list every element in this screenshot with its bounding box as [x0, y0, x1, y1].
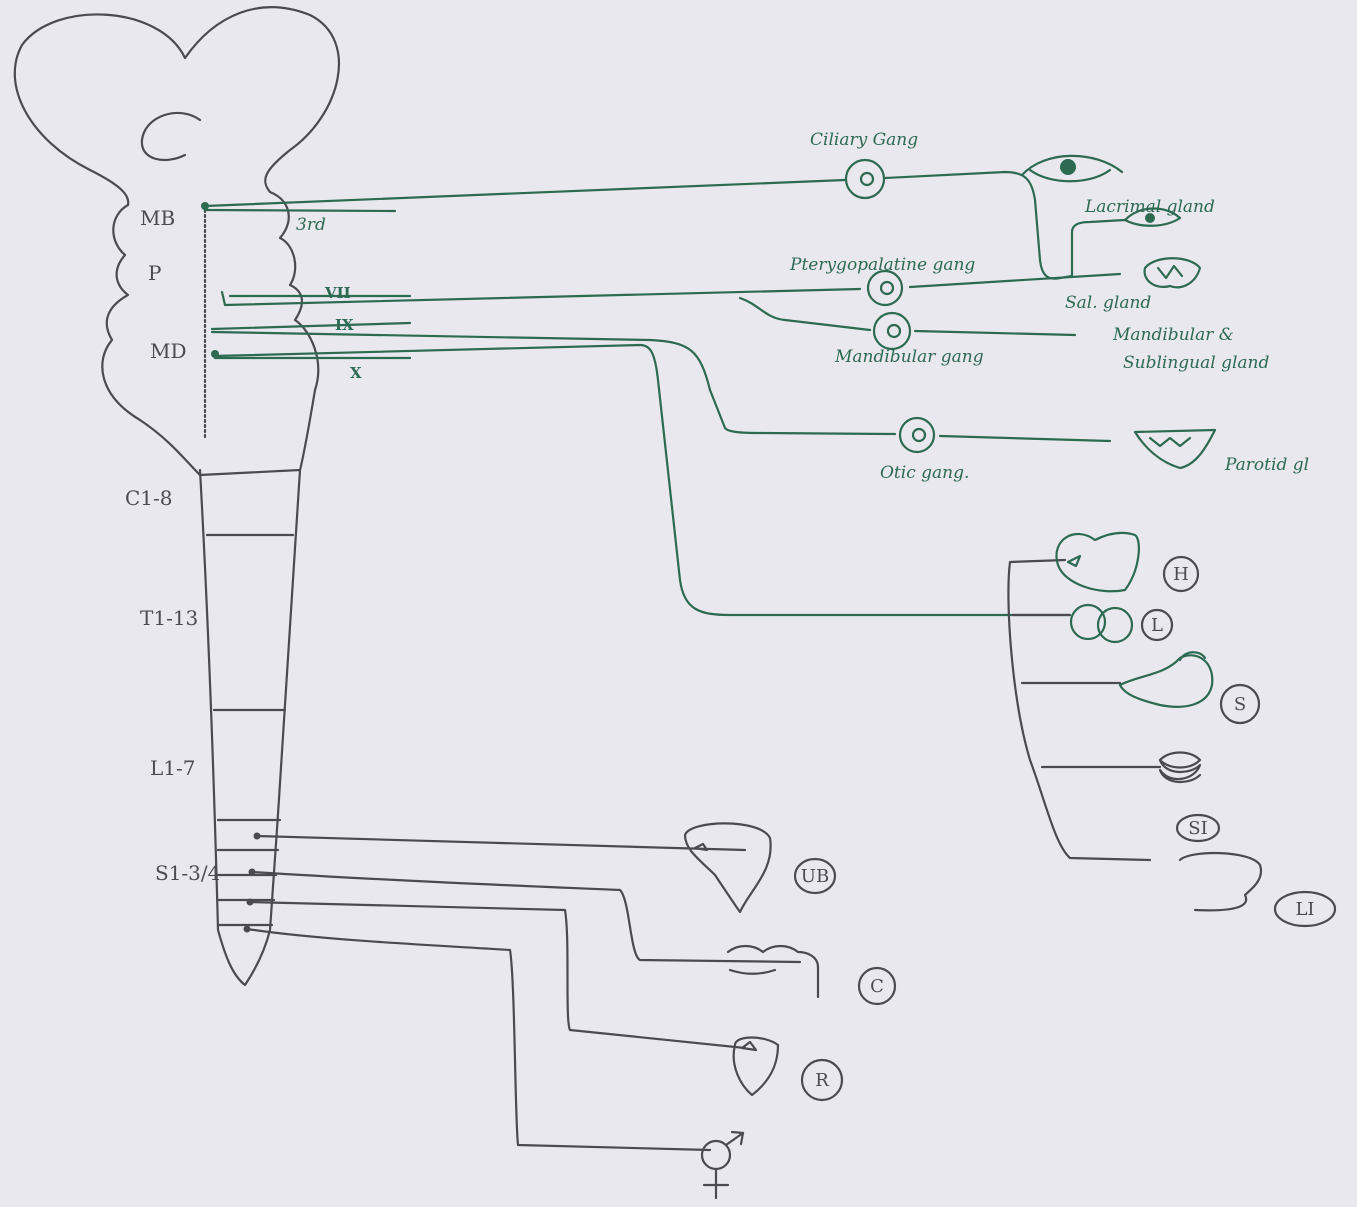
label-stomach: S	[1234, 694, 1246, 715]
label-sal-gland: Sal. gland	[1065, 293, 1151, 313]
rectum-icon	[734, 1038, 778, 1096]
ciliary-ganglion	[846, 160, 884, 198]
g-symbol	[142, 113, 200, 160]
label-md: MD	[150, 339, 187, 363]
label-pterygopalatine: Pterygopalatine gang	[789, 255, 975, 275]
label-rectum: R	[815, 1070, 829, 1091]
label-lacrimal: Lacrimal gland	[1084, 197, 1215, 217]
sacral-fibers	[244, 833, 801, 1151]
label-ciliary: Ciliary Gang	[810, 130, 918, 150]
cranial-fibers	[201, 172, 1125, 615]
label-mb: MB	[140, 206, 175, 230]
label-nerve-ix: IX	[335, 316, 354, 334]
sacral-target-labels: UB C R	[795, 859, 895, 1100]
label-sacral: S1-3/4	[155, 861, 220, 885]
label-parotid: Parotid gl	[1224, 455, 1309, 475]
otic-ganglion	[900, 418, 934, 452]
lung-icon	[1071, 605, 1132, 642]
label-colon: C	[870, 976, 884, 997]
reproductive-symbol-icon	[702, 1132, 743, 1198]
colon-icon	[728, 946, 818, 997]
label-mandibular-ganglion: Mandibular gang	[834, 347, 984, 367]
large-intestine-icon	[1180, 853, 1261, 910]
label-lung: L	[1151, 615, 1163, 636]
label-small-intestine: SI	[1188, 818, 1207, 839]
label-p: P	[148, 261, 161, 285]
urinary-bladder-icon	[685, 823, 771, 912]
salivary-gland-icon	[1145, 258, 1200, 287]
mandibular-ganglion	[874, 313, 910, 349]
label-urinary-bladder: UB	[801, 866, 829, 887]
label-thoracic: T1-13	[140, 606, 198, 630]
small-intestine-icon	[1160, 753, 1200, 782]
label-otic: Otic gang.	[880, 463, 969, 483]
label-lumbar: L1-7	[150, 756, 196, 780]
stomach-icon	[1120, 652, 1212, 707]
label-mand-subling-2: Sublingual gland	[1123, 353, 1270, 373]
label-nerve-x: X	[350, 364, 362, 382]
label-nerve-3rd: 3rd	[296, 215, 326, 235]
label-nerve-vii: VII	[324, 284, 351, 302]
label-mand-subling-1: Mandibular &	[1112, 325, 1234, 345]
label-heart: H	[1173, 564, 1189, 585]
visceral-target-labels: H L S SI LI	[1142, 557, 1335, 926]
spinal-cord	[200, 470, 300, 985]
eye-icon	[1022, 156, 1122, 181]
label-large-intestine: LI	[1295, 899, 1314, 920]
parotid-gland-icon	[1135, 430, 1215, 468]
pterygopalatine-ganglion	[868, 271, 902, 305]
label-cervical: C1-8	[125, 486, 173, 510]
heart-icon	[1056, 533, 1138, 591]
brain-outline	[15, 7, 339, 475]
